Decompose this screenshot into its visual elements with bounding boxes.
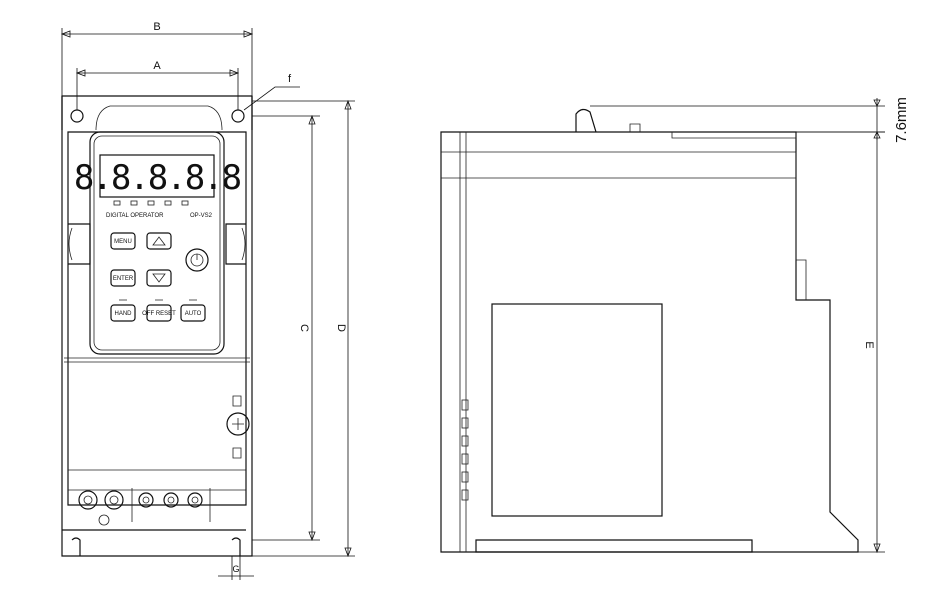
operator-caption-left: DIGITAL OPERATOR — [106, 213, 164, 219]
potentiometer-knob[interactable] — [185, 248, 209, 272]
dim-label-d: D — [335, 324, 347, 332]
side-view: 7.6mm E — [440, 97, 910, 554]
auto-key[interactable] — [180, 304, 206, 322]
up-arrow-icon — [152, 236, 166, 246]
mount-hole-tl — [70, 109, 84, 123]
auto-key-label: AUTO — [185, 311, 202, 317]
status-leds — [113, 200, 189, 206]
dim-label-g: G — [232, 564, 239, 574]
front-view: 8.8.8.8.8 DIGITAL OPERATOR OP-VS2 MENU E… — [60, 21, 355, 580]
side-label-area — [491, 303, 663, 517]
cover-screw — [226, 412, 250, 436]
dim-label-a: A — [153, 60, 161, 72]
side-vents — [461, 399, 469, 501]
led-display — [99, 154, 215, 198]
led-display-digits: 8.8.8.8.8 — [74, 158, 241, 198]
hand-key-label: HAND — [114, 311, 132, 317]
down-key[interactable] — [146, 269, 172, 287]
mount-hole-tr — [231, 109, 245, 123]
menu-key[interactable] — [110, 232, 136, 250]
dim-label-f: f — [288, 73, 292, 85]
enter-key-label: ENTER — [113, 276, 134, 282]
off-reset-key-label: OFF RESET — [142, 311, 176, 317]
dim-label-side-top: 7.6mm — [893, 97, 910, 143]
dim-label-e: E — [863, 341, 875, 348]
dim-label-b: B — [153, 21, 160, 33]
menu-key-label: MENU — [114, 239, 132, 245]
up-key[interactable] — [146, 232, 172, 250]
hand-key[interactable] — [110, 304, 136, 322]
off-reset-key[interactable] — [146, 304, 172, 322]
operator-caption-right: OP-VS2 — [190, 213, 213, 219]
down-arrow-icon — [152, 273, 166, 283]
terminal-block — [78, 488, 211, 526]
enter-key[interactable] — [110, 269, 136, 287]
operator-panel — [89, 131, 225, 355]
dim-label-c: C — [298, 324, 310, 332]
